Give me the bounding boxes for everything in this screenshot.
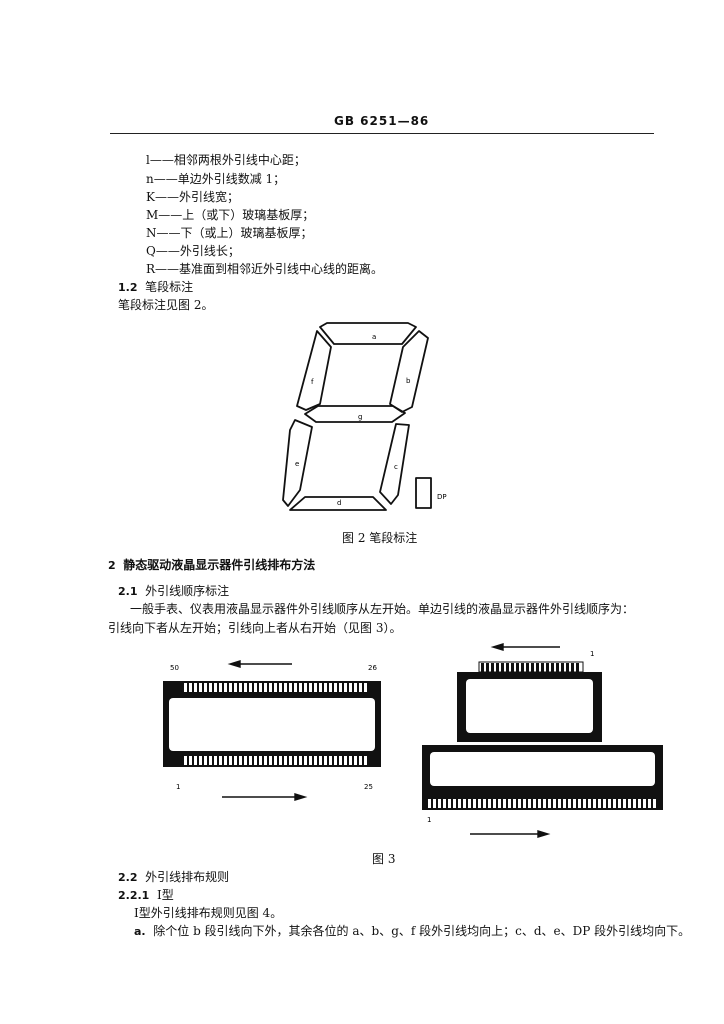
segment-a bbox=[319, 322, 417, 345]
left-display-pin-26: 26 bbox=[368, 664, 377, 672]
segment-c-label: c bbox=[394, 463, 398, 471]
section-2-2-1-title: Ⅰ型 bbox=[156, 888, 174, 902]
figure-3-lead-order: 50 26 1 25 1 1 bbox=[163, 643, 663, 838]
section-2-title: 静态驱动液晶显示器件引线排布方法 bbox=[123, 558, 316, 572]
figure-2-seven-segment: a b c d e f g DP bbox=[282, 322, 447, 511]
segment-c bbox=[379, 423, 410, 505]
definition-n: n——单边外引线数减 1； bbox=[146, 172, 286, 186]
figure-3-left-display bbox=[163, 681, 381, 767]
section-2-1-line-2: 引线向下者从左开始；引线向上者从右开始（见图 3）。 bbox=[108, 621, 402, 635]
section-2-heading: 2 静态驱动液晶显示器件引线排布方法 bbox=[108, 556, 315, 573]
left-display-pin-25: 25 bbox=[364, 783, 373, 791]
section-1-2-number: 1.2 bbox=[118, 281, 138, 294]
right-upper-pin-1: 1 bbox=[590, 650, 594, 658]
segment-e-label: e bbox=[295, 460, 299, 468]
section-2-2-1-heading: 2.2.1 Ⅰ型 bbox=[118, 886, 174, 903]
left-display-pin-50: 50 bbox=[170, 664, 179, 672]
segment-f bbox=[296, 330, 332, 411]
definition-r: R——基准面到相邻近外引线中心线的距离。 bbox=[146, 262, 384, 276]
definition-l: l——相邻两根外引线中心距； bbox=[146, 153, 306, 167]
definition-m: M——上（或下）玻璃基板厚； bbox=[146, 208, 315, 222]
right-arrow-bottom bbox=[222, 793, 308, 801]
right-lower-arrow bbox=[470, 830, 551, 838]
figure-3-right-lower-display bbox=[422, 745, 663, 810]
segment-g-label: g bbox=[358, 413, 362, 421]
section-1-2-body: 笔段标注见图 2。 bbox=[118, 298, 214, 312]
section-2-2-title: 外引线排布规则 bbox=[145, 870, 230, 884]
definition-n-glass: N——下（或上）玻璃基板厚； bbox=[146, 226, 313, 240]
section-1-2-heading: 1.2 笔段标注 bbox=[118, 278, 193, 295]
figure-3-caption: 图 3 bbox=[372, 852, 396, 866]
segment-e bbox=[282, 419, 313, 507]
segment-d bbox=[289, 496, 387, 511]
section-2-2-heading: 2.2 外引线排布规则 bbox=[118, 868, 229, 885]
figure-3-right-upper-display bbox=[457, 661, 602, 742]
standard-number-header: GB 6251—86 bbox=[334, 114, 430, 128]
definition-q: Q——外引线长； bbox=[146, 244, 240, 258]
left-arrow-top bbox=[227, 660, 292, 668]
left-display-bottom-leads bbox=[184, 756, 367, 765]
item-a-marker: a. bbox=[134, 925, 146, 938]
segment-d-label: d bbox=[337, 499, 341, 507]
segment-b-label: b bbox=[406, 377, 411, 385]
section-2-2-1-body: Ⅰ型外引线排布规则见图 4。 bbox=[134, 906, 283, 920]
section-2-2-1-number: 2.2.1 bbox=[118, 889, 150, 902]
section-2-1-line-1: 一般手表、仪表用液晶显示器件外引线顺序从左开始。单边引线的液晶显示器件外引线顺序… bbox=[130, 602, 635, 616]
right-upper-arrow bbox=[490, 643, 560, 651]
segment-a-label: a bbox=[372, 333, 376, 341]
right-lower-pin-1: 1 bbox=[427, 816, 431, 824]
section-1-2-title: 笔段标注 bbox=[145, 280, 194, 294]
segment-f-label: f bbox=[311, 378, 314, 386]
header-rule bbox=[110, 133, 654, 134]
left-display-top-leads bbox=[184, 683, 367, 692]
item-a-text: 除个位 b 段引线向下外，其余各位的 a、b、g、f 段外引线均向上；c、d、e… bbox=[153, 924, 691, 938]
section-2-1-title: 外引线顺序标注 bbox=[145, 584, 230, 598]
section-2-number: 2 bbox=[108, 559, 116, 572]
figure-2-caption: 图 2 笔段标注 bbox=[342, 531, 418, 545]
section-2-1-heading: 2.1 外引线顺序标注 bbox=[118, 582, 229, 599]
item-a: a. 除个位 b 段引线向下外，其余各位的 a、b、g、f 段外引线均向上；c、… bbox=[134, 922, 690, 939]
segment-g bbox=[304, 405, 406, 423]
left-display-pin-1: 1 bbox=[176, 783, 180, 791]
segment-dp bbox=[415, 477, 432, 509]
segment-dp-label: DP bbox=[437, 493, 447, 501]
section-2-1-number: 2.1 bbox=[118, 585, 138, 598]
section-2-2-number: 2.2 bbox=[118, 871, 138, 884]
definition-k: K——外引线宽； bbox=[146, 190, 239, 204]
